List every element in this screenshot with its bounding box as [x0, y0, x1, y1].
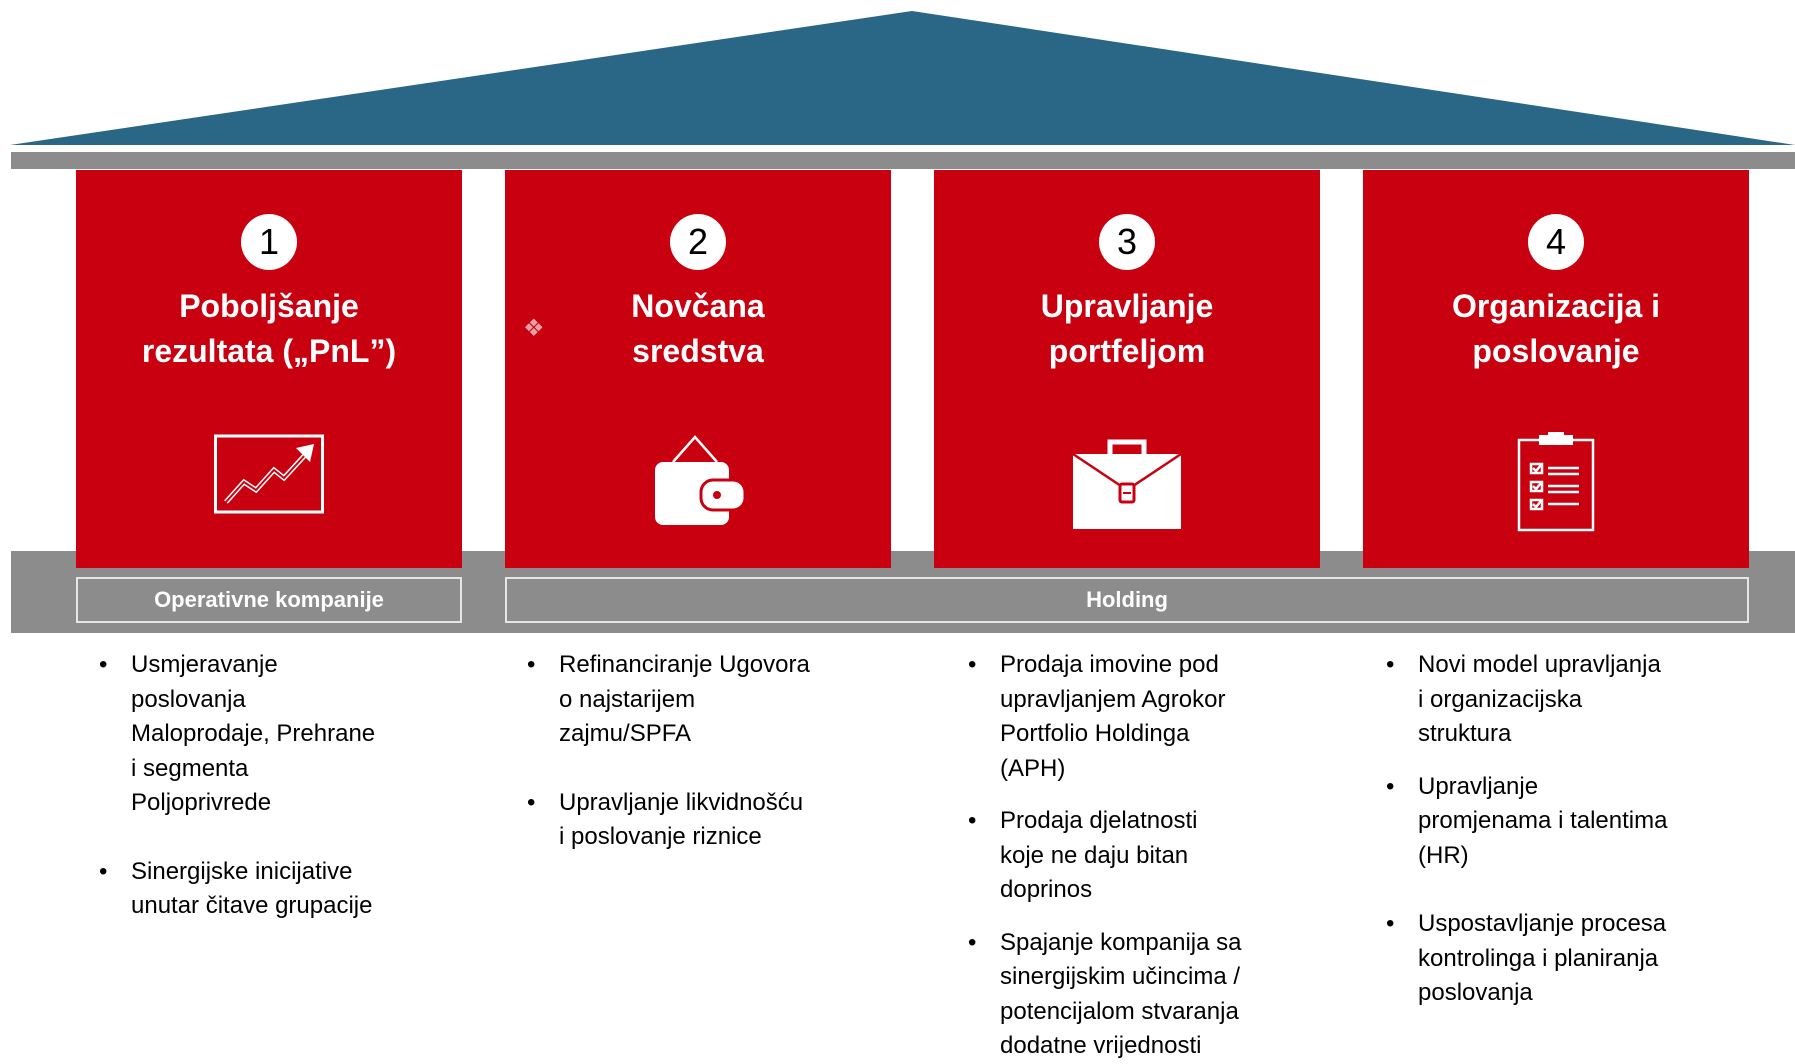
briefcase-icon — [1072, 439, 1182, 529]
roof-beam — [11, 152, 1795, 169]
pillar-title-2: Novčana sredstva — [631, 288, 765, 369]
bullet-list-4: Novi model upravljanja i organizacijska … — [1382, 648, 1782, 1011]
list-item: Sinergijske inicijative unutar čitave gr… — [95, 855, 465, 924]
number-badge-2: 2 — [670, 214, 726, 270]
trend-chart-icon — [214, 434, 324, 514]
operating-companies-label: Operativne kompanije — [76, 577, 462, 623]
number-badge-1: 1 — [241, 214, 297, 270]
list-item: Uspostavljanje procesa kontrolinga i pla… — [1382, 907, 1782, 1011]
holding-label: Holding — [505, 577, 1749, 623]
list-item: Prodaja imovine pod upravljanjem Agrokor… — [964, 648, 1344, 786]
bullet-list-1: Usmjeravanje poslovanja Maloprodaje, Pre… — [95, 648, 465, 924]
list-item: Upravljanje promjenama i talentima (HR) — [1382, 770, 1782, 874]
list-item: Prodaja djelatnosti koje ne daju bitan d… — [964, 804, 1344, 908]
bullet-list-2: Refinanciranje Ugovora o najstarijem zaj… — [523, 648, 903, 855]
pillar-1: 1 Poboljšanje rezultata („PnL”) — [76, 170, 462, 568]
pillar-title-4: Organizacija i poslovanje — [1451, 288, 1661, 369]
number-badge-3: 3 — [1099, 214, 1155, 270]
bullet-list-3: Prodaja imovine pod upravljanjem Agrokor… — [964, 648, 1344, 1064]
list-item: Usmjeravanje poslovanja Maloprodaje, Pre… — [95, 648, 465, 821]
pillar-title-3: Upravljanje portfeljom — [1040, 288, 1214, 369]
list-item: Spajanje kompanija sa sinergijskim učinc… — [964, 926, 1344, 1064]
list-item: Novi model upravljanja i organizacijska … — [1382, 648, 1782, 752]
number-badge-4: 4 — [1528, 214, 1584, 270]
clipboard-checklist-icon — [1517, 432, 1595, 532]
pillar-4: 4 Organizacija i poslovanje — [1363, 170, 1749, 568]
diamond-bullet-icon: ❖ — [523, 315, 545, 342]
wallet-icon — [655, 435, 747, 525]
list-item: Upravljanje likvidnošću i poslovanje riz… — [523, 786, 903, 855]
pillar-2: ❖ 2 Novčana sredstva — [505, 170, 891, 568]
pillar-title-1: Poboljšanje rezultata („PnL”) — [141, 288, 397, 369]
list-item: Refinanciranje Ugovora o najstarijem zaj… — [523, 648, 903, 752]
roof — [10, 11, 1795, 145]
pillar-3: 3 Upravljanje portfeljom — [934, 170, 1320, 568]
